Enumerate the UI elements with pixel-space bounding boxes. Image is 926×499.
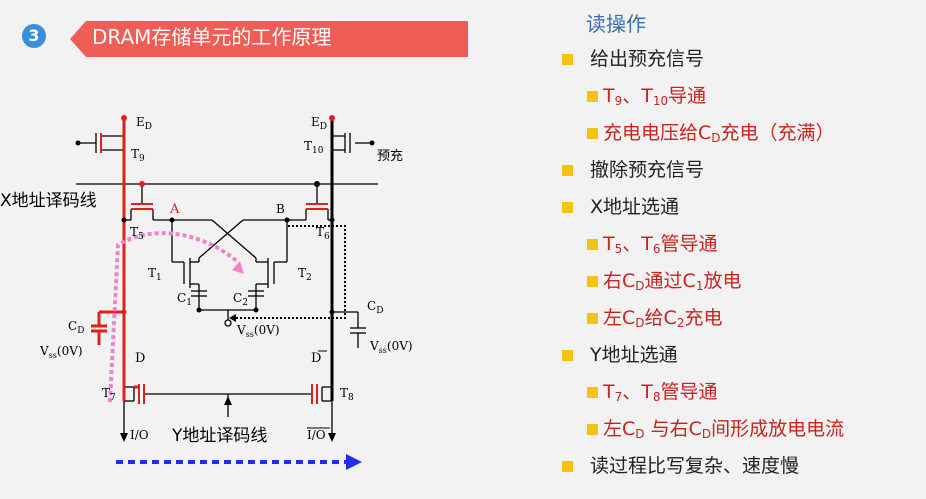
step-subscript: 1 — [695, 279, 704, 293]
read-step-item: T5、T6管导通 — [562, 229, 844, 266]
t9-label: T9 — [131, 147, 145, 164]
slide-title: DRAM存储单元的工作原理 — [92, 25, 332, 49]
step-text: Y地址选通 — [590, 344, 678, 366]
step-text: 左C — [603, 307, 636, 329]
read-step-item: 撤除预充信号 — [562, 155, 844, 192]
d-label: D — [135, 351, 145, 366]
step-text: 给C — [644, 307, 677, 329]
step-text: 、T — [622, 381, 653, 403]
step-text: 撤除预充信号 — [590, 159, 705, 181]
step-subscript: 5 — [614, 242, 623, 256]
d-bar-label: D — [311, 351, 321, 366]
read-step-item: T9、T10导通 — [562, 81, 844, 118]
step-text: 左C — [603, 418, 636, 440]
square-bullet-icon — [562, 350, 573, 361]
cd-left-label: CD — [68, 319, 84, 336]
y-decoder-label: Y地址译码线 — [171, 426, 267, 446]
io-bar-label: I/O — [307, 428, 326, 442]
read-step-item: 右CD通过C1放电 — [562, 266, 844, 303]
step-text: 读过程比写复杂、速度慢 — [590, 455, 800, 477]
io-label: I/O — [130, 428, 149, 442]
panel-title: 读操作 — [586, 12, 646, 36]
step-text: 充电 — [684, 307, 723, 329]
step-subscript: 7 — [614, 390, 623, 404]
step-subscript: D — [711, 131, 721, 145]
step-text: 充电电压给C — [603, 122, 712, 144]
read-step-item: 左CD给C2充电 — [562, 303, 844, 340]
step-text: 导通 — [668, 85, 707, 107]
step-subscript: 6 — [652, 242, 661, 256]
step-subscript: 10 — [652, 94, 669, 108]
vss-right-label: Vss(0V) — [369, 339, 413, 355]
discharge-path-dotted — [236, 225, 346, 319]
step-text: 放电 — [703, 270, 742, 292]
read-step-item: 读过程比写复杂、速度慢 — [562, 451, 844, 488]
step-text: 通过C — [644, 270, 696, 292]
step-subscript: D — [635, 279, 645, 293]
step-text: 与右C — [644, 418, 702, 440]
charge-path-pink — [108, 231, 240, 403]
vss-center-label: Vss(0V) — [236, 323, 280, 339]
step-text: T — [603, 233, 615, 255]
square-bullet-icon — [587, 128, 598, 139]
c1-label: C1 — [177, 291, 192, 308]
t1-label: T1 — [148, 266, 162, 283]
square-bullet-icon — [587, 424, 598, 435]
step-text: X地址选通 — [590, 196, 680, 218]
vss-left-label: Vss(0V) — [39, 344, 83, 360]
ed-right-label: ED — [311, 115, 327, 132]
read-step-item: T7、T8管导通 — [562, 377, 844, 414]
square-bullet-icon — [587, 387, 598, 398]
x-decoder-label: X地址译码线 — [0, 191, 97, 211]
read-step-item: 充电电压给CD充电（充满） — [562, 118, 844, 155]
node-a-label: A — [169, 202, 180, 217]
step-subscript: D — [635, 316, 645, 330]
step-text: 右C — [603, 270, 636, 292]
section-number-badge: 3 — [22, 24, 46, 48]
step-subscript: 9 — [614, 94, 623, 108]
read-step-item: 给出预充信号 — [562, 44, 844, 81]
ed-left-label: ED — [136, 115, 152, 132]
t6-label: T6 — [316, 225, 330, 242]
square-bullet-icon — [587, 239, 598, 250]
square-bullet-icon — [587, 313, 598, 324]
square-bullet-icon — [562, 461, 573, 472]
step-subscript: D — [635, 427, 645, 441]
square-bullet-icon — [562, 165, 573, 176]
c2-label: C2 — [233, 291, 248, 308]
square-bullet-icon — [562, 202, 573, 213]
step-subscript: 8 — [652, 390, 661, 404]
step-text: 管导通 — [660, 233, 718, 255]
title-banner — [70, 21, 468, 57]
step-subscript: D — [701, 427, 712, 441]
step-text: 间形成放电电流 — [711, 418, 845, 440]
dram-circuit-diagram: ED T9 ED T10 T5 T6 B T1 T2 C1 C2 Vss(0V)… — [0, 115, 413, 470]
t8-label: T8 — [340, 386, 354, 403]
t5-label: T5 — [130, 225, 144, 242]
step-text: 、T — [622, 85, 653, 107]
step-subscript: 2 — [676, 316, 685, 330]
step-text: 、T — [622, 233, 653, 255]
square-bullet-icon — [587, 91, 598, 102]
square-bullet-icon — [562, 54, 573, 65]
step-text: 给出预充信号 — [590, 48, 705, 70]
read-step-item: Y地址选通 — [562, 340, 844, 377]
step-text: T — [603, 381, 615, 403]
cd-right-label: CD — [367, 299, 383, 316]
t7-label: T7 — [102, 386, 116, 403]
read-step-item: 左CD 与右CD间形成放电电流 — [562, 414, 844, 451]
precharge-label: 预充 — [377, 148, 403, 164]
step-text: T — [603, 85, 615, 107]
node-b-label: B — [276, 202, 285, 216]
step-text: 充电（充满） — [720, 122, 835, 144]
t10-label: T10 — [304, 139, 324, 156]
step-text: 管导通 — [660, 381, 718, 403]
read-step-item: X地址选通 — [562, 192, 844, 229]
square-bullet-icon — [587, 276, 598, 287]
t2-label: T2 — [298, 266, 312, 283]
